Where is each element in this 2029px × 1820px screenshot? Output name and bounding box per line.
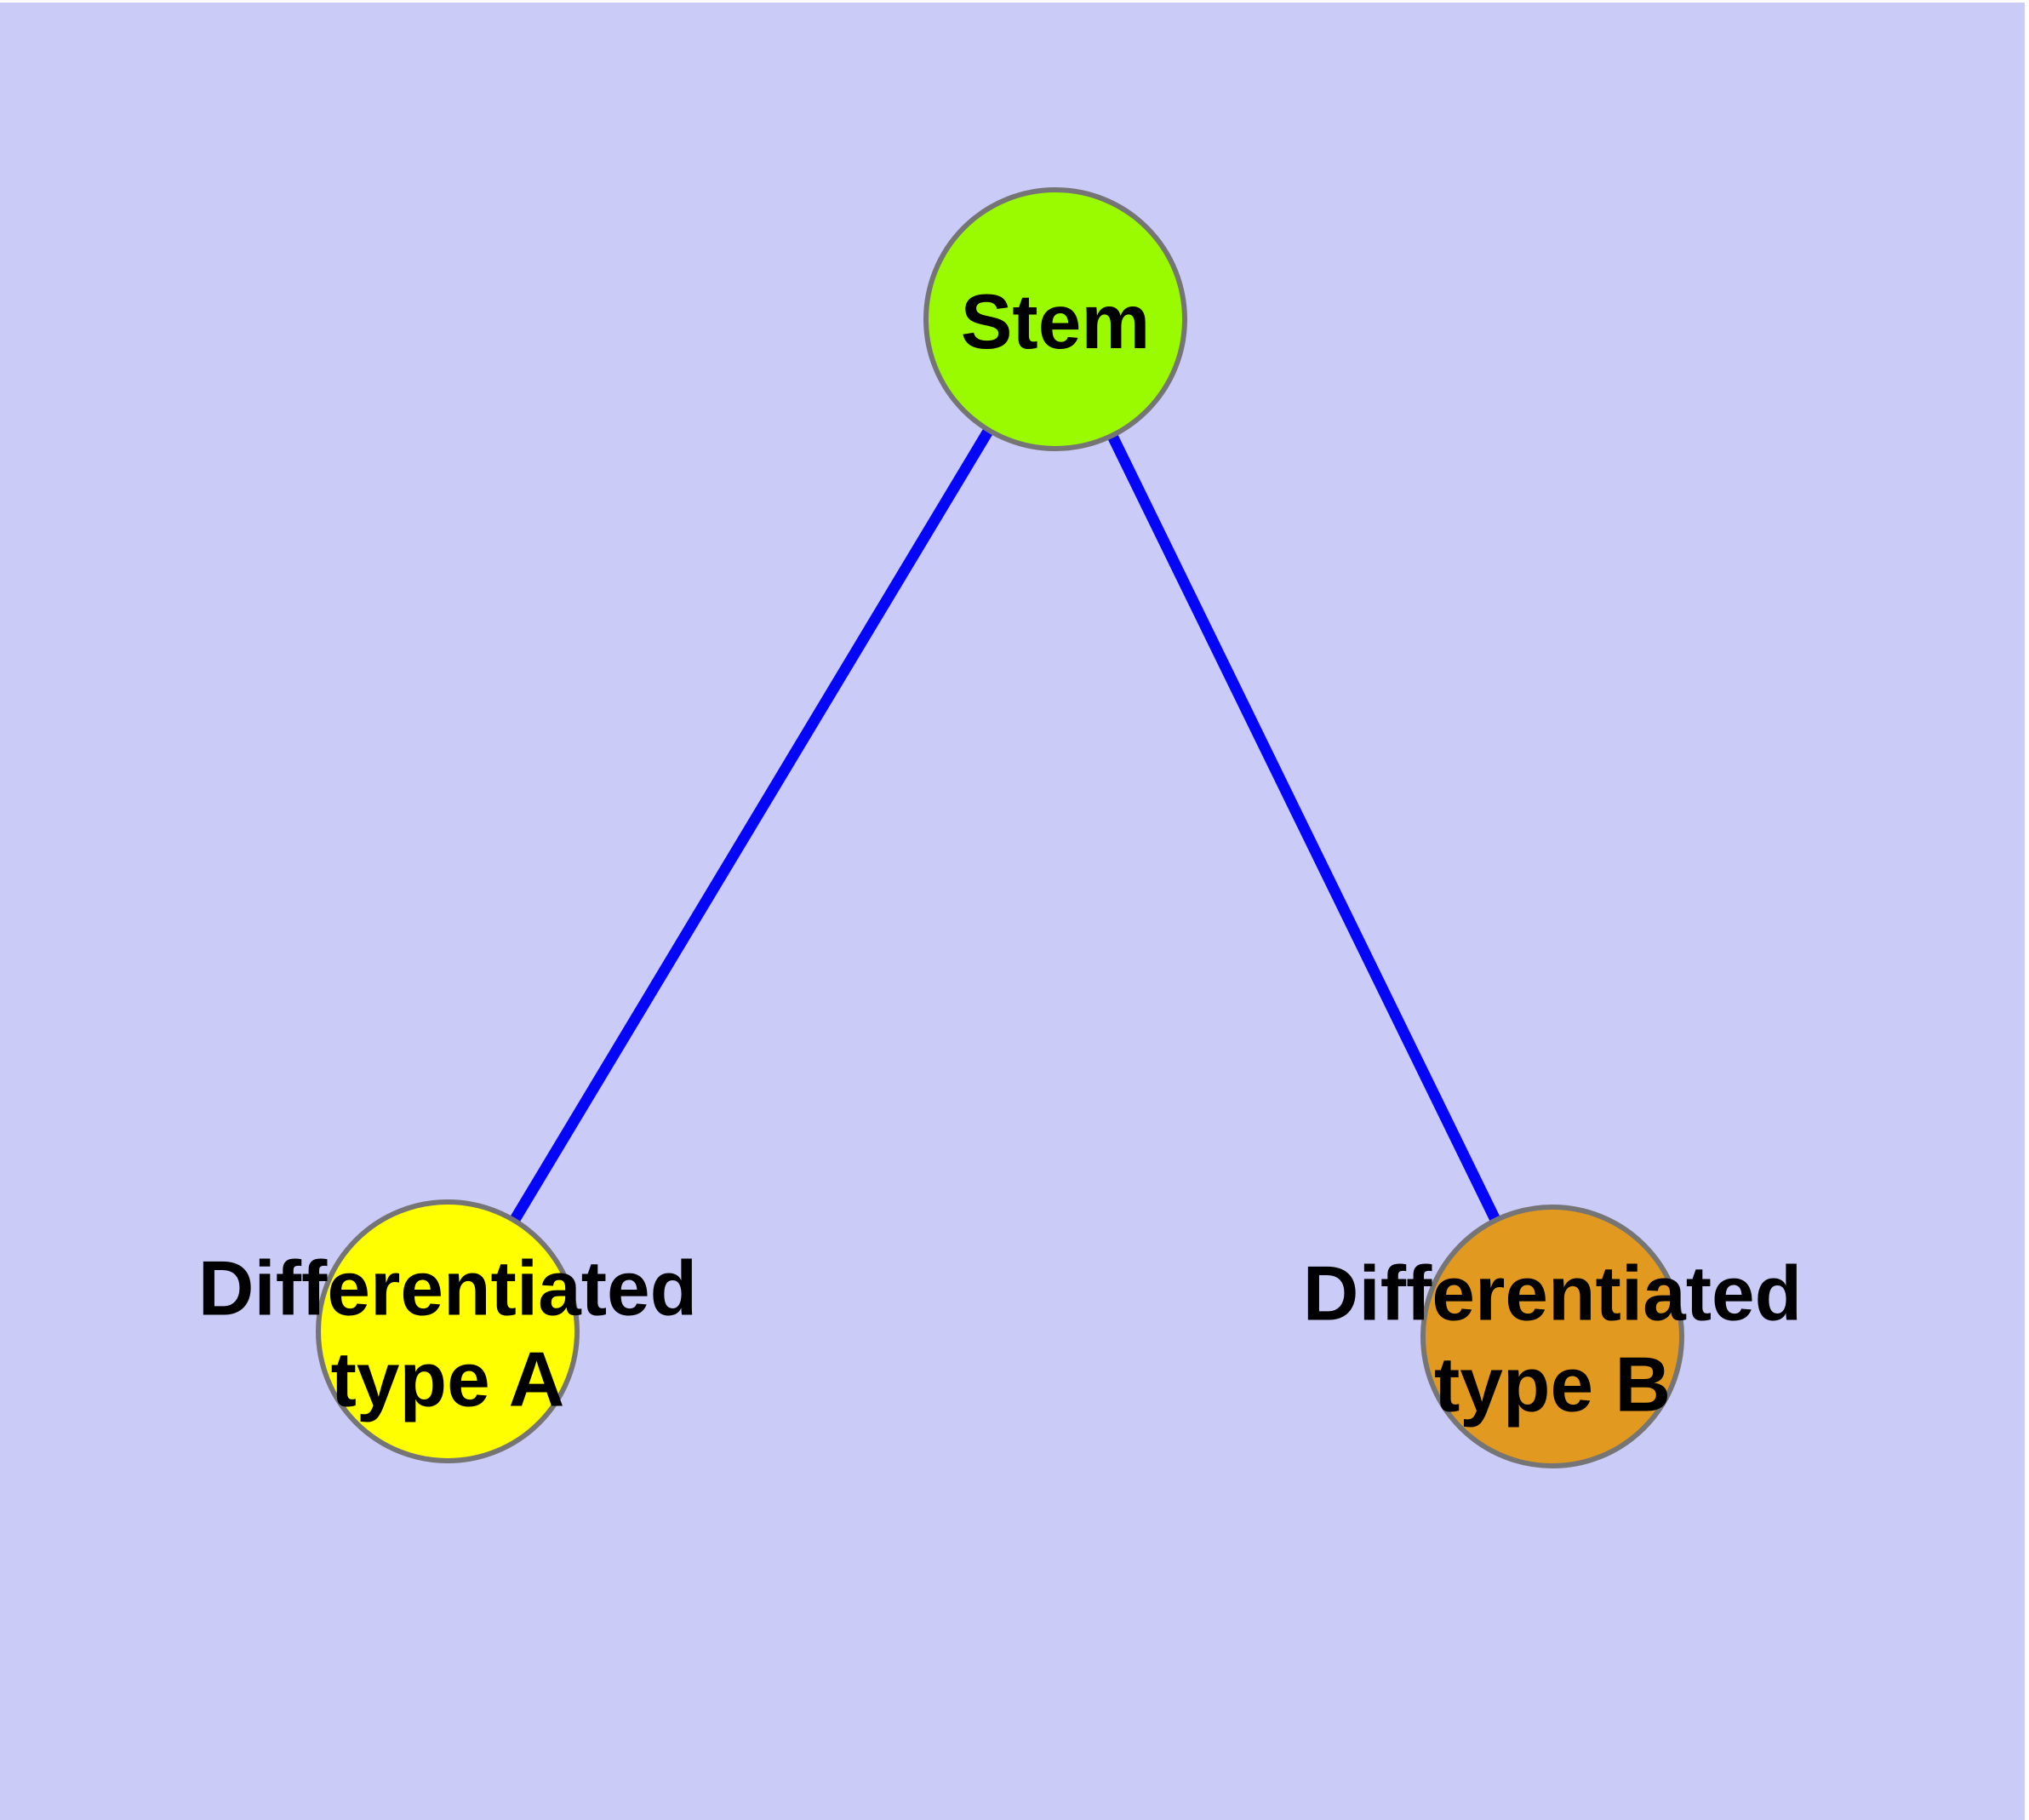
node-label-line: Stem [961,279,1151,365]
node-type-a [316,1199,580,1463]
node-label-line: type A [331,1337,565,1423]
node-label-line: Differentiated [198,1246,698,1332]
node-label-line: type B [1434,1342,1671,1428]
edge-stem-type-a [443,316,1060,1335]
edge-stem-type-b [1050,317,1557,1339]
node-type-b [1420,1205,1684,1468]
node-stem [923,187,1187,451]
node-label-stem: Stem [961,279,1151,365]
node-label-line: Differentiated [1303,1251,1803,1337]
